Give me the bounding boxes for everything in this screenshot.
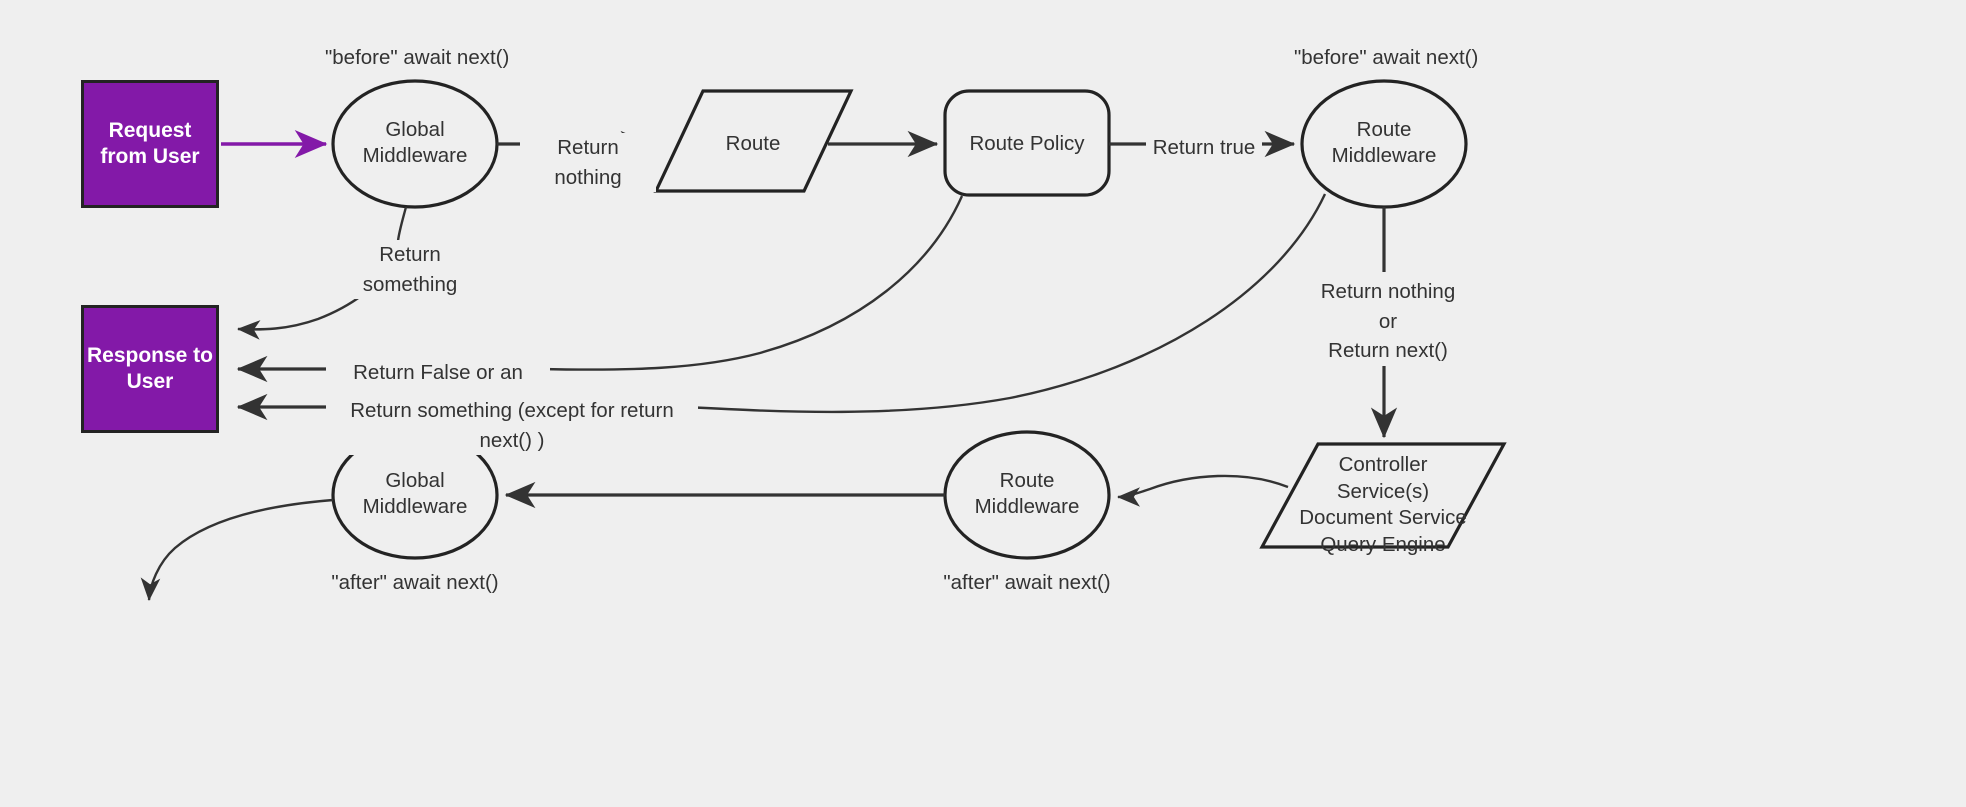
edge-label-return-true: Return true — [1146, 133, 1262, 163]
edge-label-return-nothing-or-next: Return nothing or Return next() — [1294, 277, 1482, 367]
node-route-middleware-after[interactable] — [943, 430, 1111, 560]
node-route-policy[interactable] — [943, 89, 1111, 197]
edge-route-middleware-return-something-curve — [685, 193, 1327, 414]
caption-after-await-next-global: "after" await next() — [331, 571, 499, 594]
edge-controller-to-route-middleware-after — [1117, 474, 1289, 507]
edge-route-policy-return-false-curve — [539, 195, 964, 371]
edge-label-return-something-except-next: Return something (except for return next… — [326, 396, 698, 456]
edge-label-return-something: Return something — [330, 240, 490, 300]
caption-after-await-next-route: "after" await next() — [943, 571, 1111, 594]
node-route[interactable] — [653, 89, 854, 193]
response-to-user-label: Response to User — [86, 343, 214, 393]
request-from-user-label: Request from User — [100, 118, 200, 168]
node-request-from-user[interactable]: Request from User — [81, 80, 219, 208]
caption-before-await-next-global: "before" await next() — [325, 46, 510, 69]
node-response-to-user[interactable]: Response to User — [81, 305, 219, 433]
node-controller-stack[interactable] — [1259, 442, 1507, 549]
node-global-middleware-before[interactable] — [331, 79, 499, 209]
caption-before-await-next-route: "before" await next() — [1294, 46, 1479, 69]
edge-global-middleware-return-something-upper — [396, 206, 408, 242]
node-route-middleware-before[interactable] — [1300, 79, 1468, 209]
edge-label-return-nothing: Return nothing — [520, 133, 656, 193]
edge-global-middleware-after-to-response — [140, 498, 334, 601]
